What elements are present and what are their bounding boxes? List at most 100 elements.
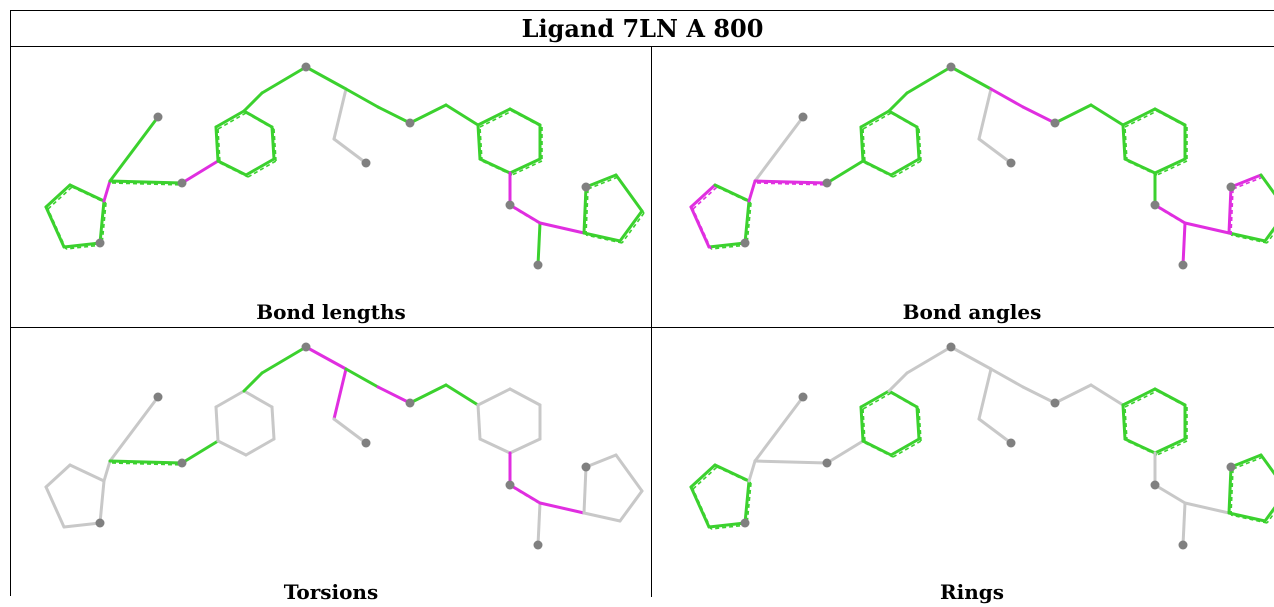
bond-20 [989, 367, 1025, 389]
atom-3 [1006, 158, 1016, 168]
molecule-structure [689, 62, 1274, 270]
bond-28 [1123, 437, 1157, 455]
bond-4 [689, 205, 711, 249]
bond-25 [1153, 107, 1187, 127]
bond-0 [44, 463, 72, 489]
bond-4 [689, 485, 711, 529]
panel-caption-torsions: Torsions [283, 580, 379, 604]
bond-28 [1123, 157, 1157, 175]
molecule-diagram-rings [689, 342, 1274, 550]
aromatic-bond-36 [1266, 232, 1274, 244]
atom-6 [505, 480, 515, 490]
bond-9 [216, 439, 248, 457]
bond-8 [825, 159, 865, 185]
figure-title: Ligand 7LN A 800 [11, 11, 1274, 47]
aromatic-bond-11 [918, 128, 922, 162]
aromatic-bond-0 [692, 466, 718, 490]
bond-34 [1229, 453, 1263, 469]
bond-28 [478, 437, 512, 455]
molecule-diagram-torsions [44, 342, 644, 550]
bond-33 [538, 221, 586, 235]
panel-torsions: Torsions [16, 327, 646, 607]
bond-10 [244, 157, 276, 177]
aromatic-bond-31 [511, 206, 543, 226]
bond-17 [949, 345, 993, 371]
bond-34 [1229, 173, 1263, 189]
bond-34 [584, 453, 618, 469]
bond-16 [260, 345, 308, 375]
bond-13 [859, 389, 891, 409]
bond-11 [270, 125, 276, 161]
bond-19 [332, 417, 368, 445]
bond-8 [825, 439, 865, 465]
aromatic-bond-2 [746, 202, 752, 246]
molecule-structure [44, 62, 645, 270]
bond-29 [476, 403, 482, 441]
bond-23 [1089, 383, 1125, 407]
bond-17 [949, 65, 993, 91]
bond-11 [915, 405, 921, 441]
bond-6 [108, 115, 160, 183]
atom-0 [798, 392, 808, 402]
aromatic-bond-34 [587, 176, 619, 190]
aromatic-bond-4 [47, 208, 67, 250]
aromatic-bond-7 [756, 182, 830, 186]
atom-0 [798, 112, 808, 122]
atom-5 [740, 518, 750, 528]
aromatic-bond-13 [217, 112, 247, 130]
bond-24 [1121, 387, 1157, 407]
bond-5 [747, 179, 757, 203]
bond-21 [376, 105, 412, 125]
aromatic-bond-9 [864, 162, 894, 178]
atom-1 [822, 458, 832, 468]
bond-15 [242, 91, 264, 113]
aromatic-bond-7 [111, 462, 185, 466]
bond-3 [62, 521, 102, 529]
aromatic-bond-38 [1230, 188, 1234, 236]
atom-5 [95, 518, 105, 528]
bond-38 [1227, 185, 1233, 235]
aromatic-bond-28 [481, 160, 513, 176]
figure-table: Ligand 7LN A 800 Bond lengths Bond angle… [10, 10, 1274, 604]
aromatic-bond-27 [1156, 160, 1188, 176]
bond-19 [977, 417, 1013, 445]
aromatic-bond-3 [710, 244, 748, 250]
aromatic-bond-35 [617, 176, 645, 214]
aromatic-bond-29 [479, 126, 483, 162]
atom-8 [581, 462, 591, 472]
atom-7 [1178, 260, 1188, 270]
bond-18 [977, 87, 993, 141]
bond-4 [44, 485, 66, 529]
atom-8 [581, 182, 591, 192]
bond-19 [332, 137, 368, 165]
panel-bond-angles: Bond angles [657, 47, 1274, 327]
bond-6 [753, 395, 805, 463]
bond-37 [582, 231, 622, 243]
bond-16 [905, 345, 953, 375]
bond-35 [1259, 173, 1274, 196]
bond-1 [68, 183, 106, 203]
bond-35 [614, 173, 644, 213]
bond-2 [98, 199, 106, 245]
bond-7 [108, 179, 184, 185]
bond-20 [344, 367, 380, 389]
aromatic-bond-27 [1156, 440, 1188, 456]
bond-25 [508, 107, 542, 127]
row-divider [11, 327, 1274, 328]
panel-caption-bond-angles: Bond angles [902, 300, 1042, 324]
bond-10 [244, 437, 276, 457]
aromatic-bond-28 [1126, 440, 1158, 456]
bond-13 [214, 109, 246, 129]
aromatic-bond-7 [111, 182, 185, 186]
bond-31 [1153, 483, 1187, 505]
bond-22 [408, 383, 448, 405]
bond-2 [98, 479, 106, 525]
bond-1 [68, 463, 106, 483]
atom-7 [1178, 540, 1188, 550]
bond-15 [887, 91, 909, 113]
bond-3 [707, 241, 747, 249]
aromatic-bond-1 [716, 466, 752, 484]
bond-10 [889, 437, 921, 457]
bond-5 [102, 179, 112, 203]
bond-32 [1181, 501, 1187, 547]
